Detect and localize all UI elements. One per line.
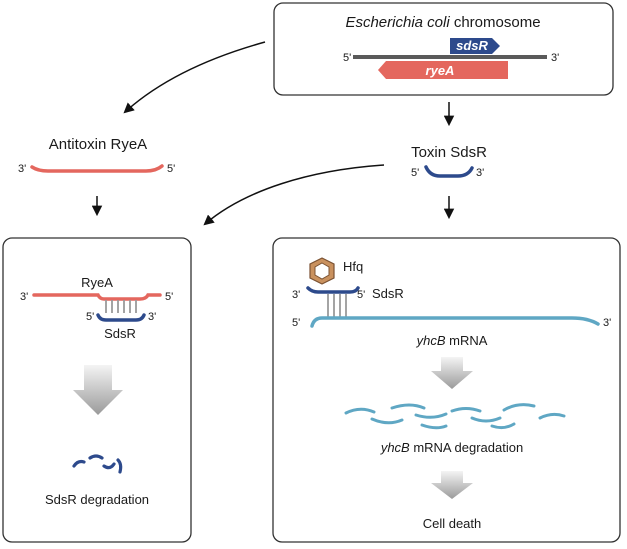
hfq-label: Hfq xyxy=(343,259,363,274)
left-ryeA-3prime: 3' xyxy=(20,291,28,303)
mrna-fragments xyxy=(344,403,566,430)
arrow-to-antitoxin xyxy=(123,41,266,114)
left-ryeA-5prime: 5' xyxy=(165,291,173,303)
right-sdsR-label: SdsR xyxy=(372,286,404,301)
ryeA-gene-arrow xyxy=(378,61,508,79)
toxin-3prime: 3' xyxy=(476,167,484,179)
right-process-arrow-1 xyxy=(431,357,473,389)
left-ryeA-label: RyeA xyxy=(81,275,113,290)
mrna-label: yhcB mRNA xyxy=(416,333,488,348)
toxin-label: Toxin SdsR xyxy=(411,144,487,161)
left-sdsR-label: SdsR xyxy=(104,326,136,341)
right-panel-box xyxy=(272,237,621,543)
degradation-label: yhcB mRNA degradation xyxy=(380,440,523,455)
left-sdsR-5prime: 5' xyxy=(86,311,94,323)
left-base-pairs xyxy=(105,300,137,313)
right-sdsR-5prime: 5' xyxy=(357,289,365,301)
chromosome-title: Escherichia coli chromosome xyxy=(345,14,540,31)
left-ryeA-rna xyxy=(32,293,162,301)
yhcB-mrna xyxy=(310,316,600,328)
left-result-label: SdsR degradation xyxy=(45,492,149,507)
arrow-toxin-to-left xyxy=(203,164,385,226)
right-sdsR-3prime: 3' xyxy=(292,289,300,301)
left-process-arrow xyxy=(73,365,123,415)
chromosome-3prime: 3' xyxy=(551,52,559,64)
sdsR-gene-arrow xyxy=(450,38,500,54)
right-sdsR-rna xyxy=(306,286,360,294)
toxin-5prime: 5' xyxy=(411,167,419,179)
chromosome-box xyxy=(273,2,614,96)
left-sdsR-3prime: 3' xyxy=(148,311,156,323)
mrna-5prime: 5' xyxy=(292,317,300,329)
sdsR-gene-label: sdsR xyxy=(456,38,488,53)
toxin-rna xyxy=(424,165,474,178)
cell-death-label: Cell death xyxy=(423,516,482,531)
right-base-pairs xyxy=(327,294,347,318)
hfq-icon xyxy=(309,257,335,285)
mrna-3prime: 3' xyxy=(603,317,611,329)
antitoxin-3prime: 3' xyxy=(18,163,26,175)
antitoxin-label: Antitoxin RyeA xyxy=(49,136,147,153)
left-sdsR-rna xyxy=(96,313,146,322)
antitoxin-rna xyxy=(30,164,164,173)
right-process-arrow-2 xyxy=(431,471,473,499)
ryeA-gene-label: ryeA xyxy=(426,63,455,78)
antitoxin-5prime: 5' xyxy=(167,163,175,175)
sdsR-fragments xyxy=(72,454,123,474)
chromosome-5prime: 5' xyxy=(343,52,351,64)
